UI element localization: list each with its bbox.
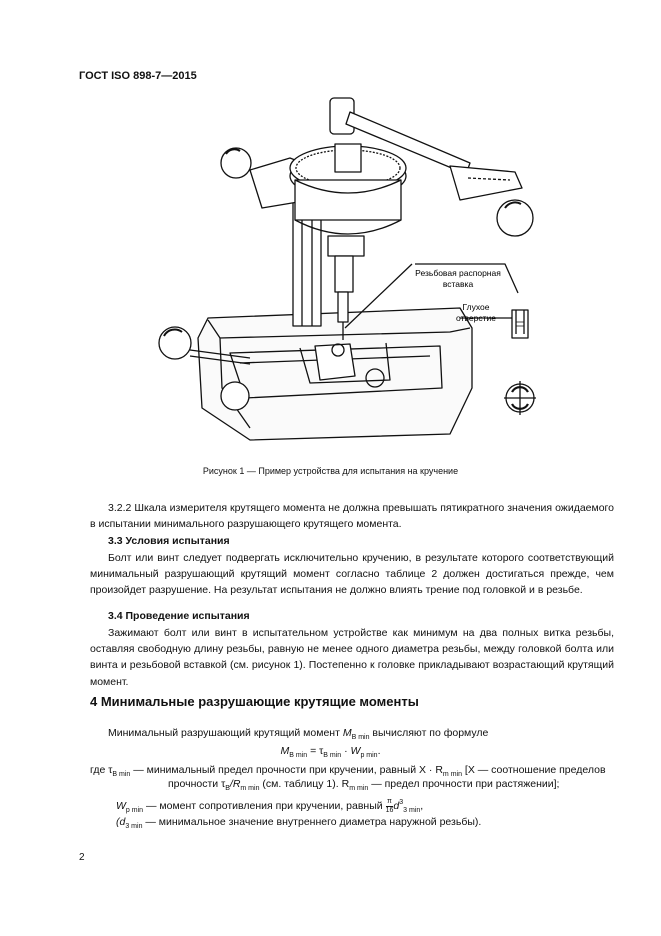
torsion-test-device-figure: Резьбовая распорная вставка Глухое отвер… <box>158 97 536 441</box>
formula-intro: Минимальный разрушающий крутящий момент … <box>108 727 489 741</box>
definition-d3: (d3 min — минимальное значение внутренне… <box>116 816 482 830</box>
heading-3-4: 3.4 Проведение испытания <box>108 610 250 622</box>
blind-hole-detail <box>511 309 529 339</box>
definition-w: Wp min — момент сопротивления при кручен… <box>116 797 424 814</box>
heading-section-4: 4 Минимальные разрушающие крутящие момен… <box>90 694 419 709</box>
column-knob <box>220 147 252 179</box>
left-knob-upper <box>158 326 192 360</box>
document-header: ГОСТ ISO 898-7—2015 <box>79 70 197 82</box>
label-insert-line1: Резьбовая распорная <box>415 268 501 278</box>
lever-knob <box>496 199 534 237</box>
heading-3-3: 3.3 Условия испытания <box>108 535 230 547</box>
label-hole-line2: отверстие <box>456 313 496 323</box>
paragraph-3-4: Зажимают болт или винт в испытательном у… <box>90 627 614 688</box>
definition-tau-cont: прочности τB/Rm min (см. таблицу 1). Rm … <box>168 778 560 792</box>
left-knob-lower <box>220 381 250 411</box>
torque-formula: MB min = τB min · Wp min. <box>280 745 381 759</box>
page-number: 2 <box>79 852 85 863</box>
paragraph-3-3: Болт или винт следует подвергать исключи… <box>90 552 614 597</box>
figure-caption: Рисунок 1 — Пример устройства для испыта… <box>202 466 459 476</box>
label-hole-line1: Глухое <box>463 302 490 312</box>
definition-tau: где τB min — минимальный предел прочност… <box>90 764 606 778</box>
label-insert-line2: вставка <box>443 279 474 289</box>
vise-jaws <box>314 343 356 381</box>
paragraph-3-2-2: 3.2.2 Шкала измерителя крутящего момента… <box>90 502 614 531</box>
